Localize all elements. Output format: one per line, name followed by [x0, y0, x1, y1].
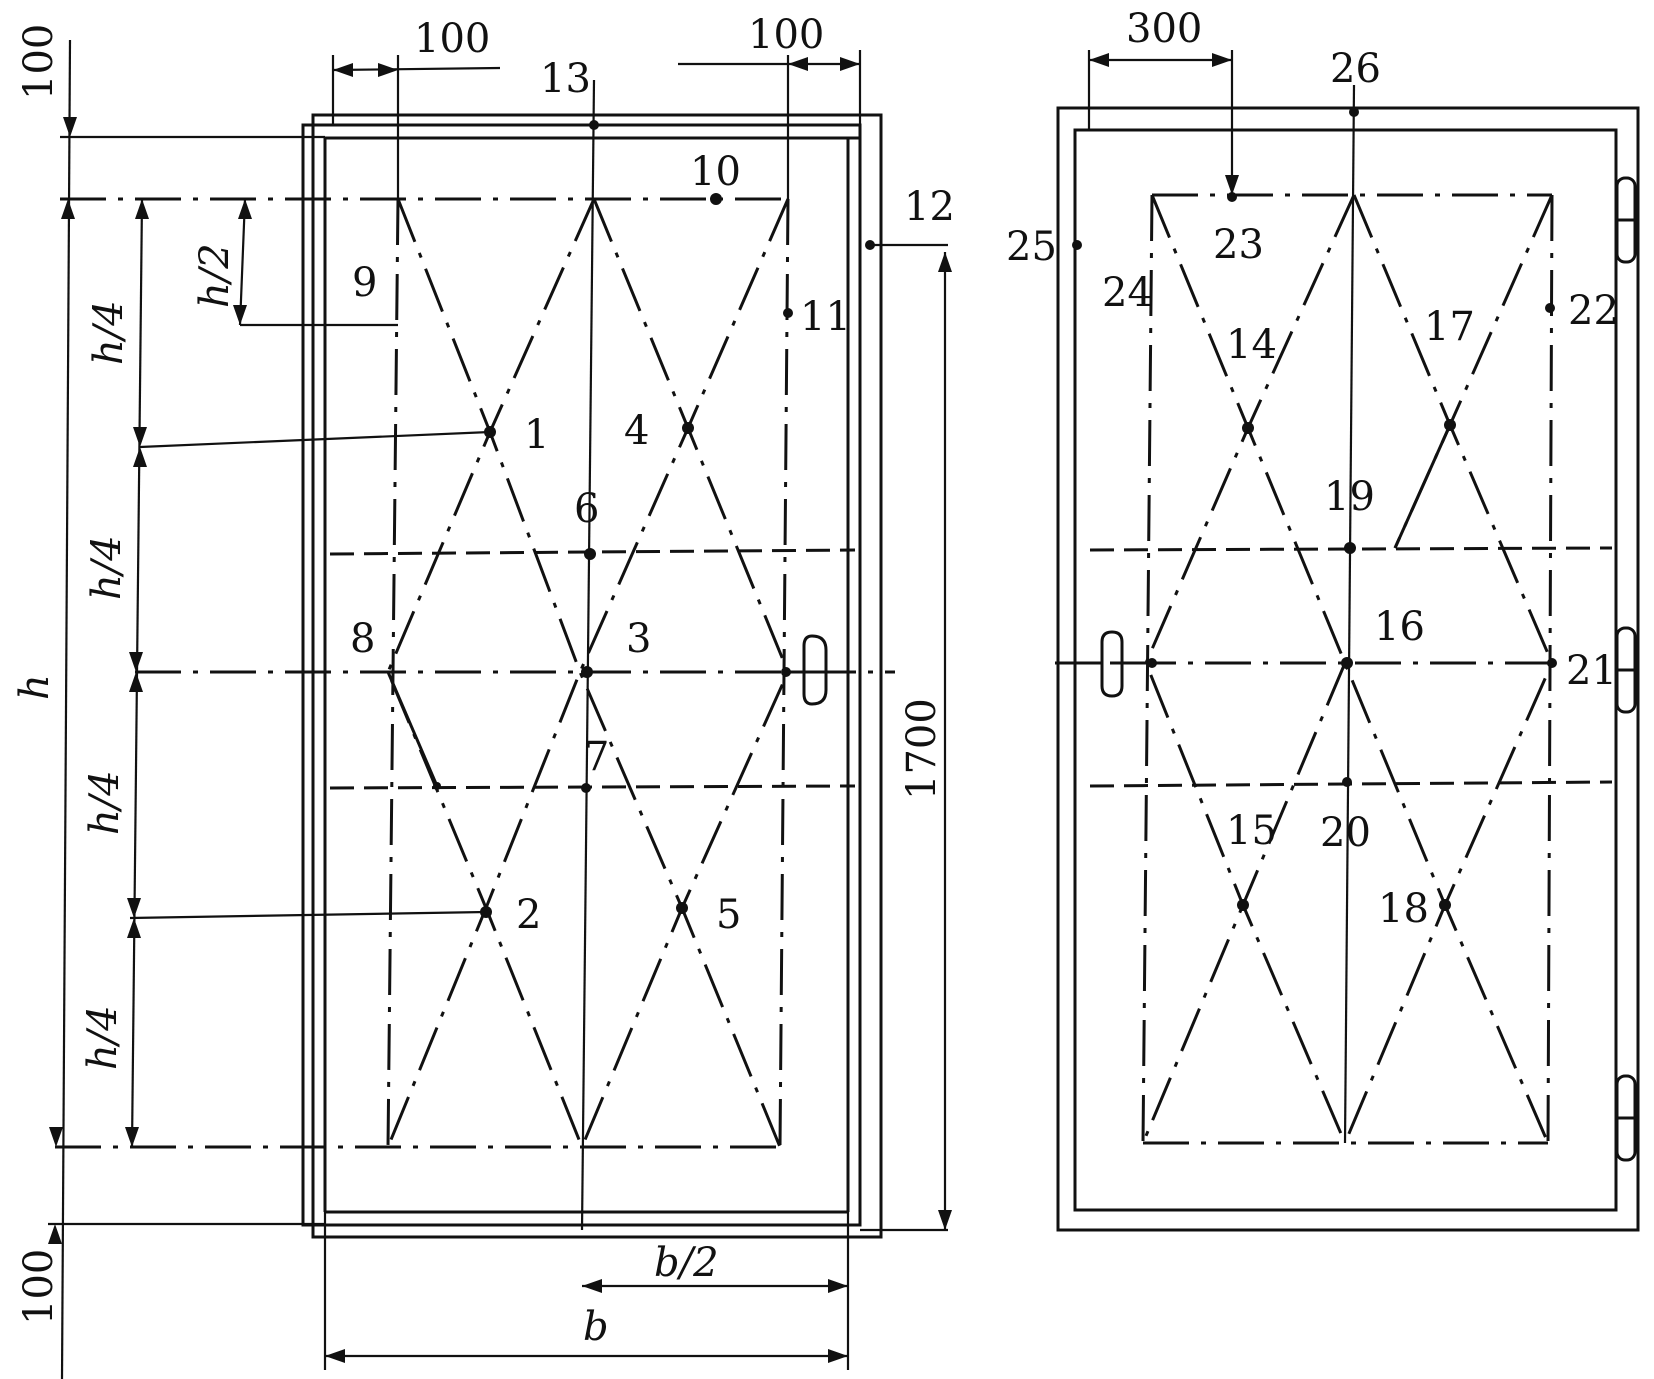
- left-dashed-lower: [329, 784, 856, 790]
- leader-point-2: [129, 910, 487, 920]
- left-center-vertical: [580, 79, 596, 1231]
- point-label-8: 8: [350, 616, 375, 662]
- dim-half-vertical: [238, 198, 247, 326]
- left-dim-arrows: [48, 117, 252, 1244]
- dim-quarters-vertical: [130, 198, 144, 1148]
- point-label-25: 25: [1006, 224, 1057, 270]
- leader-point-1: [139, 430, 491, 449]
- right-center-vertical: [1343, 84, 1356, 1144]
- point-label-15: 15: [1226, 808, 1277, 854]
- point-label-7: 7: [584, 734, 609, 780]
- right-door-view: 300 14 15 16 17 18 19 20 21 22 23 24 25 …: [1006, 6, 1640, 1232]
- point-label-11: 11: [800, 294, 851, 340]
- point-label-1: 1: [524, 412, 549, 458]
- left-door-view: 100 100 100 100 h h/2 h/4 h/4 h/4 h/4 b/…: [12, 12, 955, 1379]
- right-measurement-dots: [1072, 107, 1557, 911]
- label-h: h: [12, 674, 58, 700]
- right-grid-right: [1546, 194, 1554, 1144]
- label-h-quarter-4: h/4: [80, 1005, 126, 1070]
- left-outer-frame: [311, 113, 883, 1239]
- left-grid-left: [386, 198, 400, 1148]
- right-door-handle-icon: [1100, 630, 1143, 698]
- left-door-handle-icon: [788, 634, 828, 706]
- point-label-2: 2: [516, 892, 541, 938]
- right-grid-left: [1141, 194, 1154, 1144]
- right-hinges: [1615, 176, 1637, 1162]
- label-left-margin: 100: [414, 16, 490, 62]
- label-top-offset: 100: [16, 24, 62, 100]
- point-label-4: 4: [624, 408, 649, 454]
- right-outer-frame: [1056, 106, 1640, 1232]
- left-measurement-dots: [433, 120, 875, 918]
- dim-100-left: [332, 66, 501, 72]
- label-h-half: h/2: [192, 243, 238, 308]
- right-diagonals: [1141, 194, 1554, 1144]
- point-label-26: 26: [1330, 46, 1381, 92]
- point-label-6: 6: [574, 486, 599, 532]
- label-bottom-offset: 100: [16, 1249, 62, 1325]
- label-offset-300: 300: [1126, 6, 1202, 52]
- label-h-quarter-3: h/4: [82, 770, 128, 835]
- label-h-quarter-2: h/4: [84, 535, 130, 600]
- label-1700: 1700: [899, 698, 945, 800]
- left-dashed-upper: [329, 548, 856, 556]
- point-label-14: 14: [1226, 322, 1277, 368]
- point-label-10: 10: [690, 149, 741, 195]
- point-label-17: 17: [1424, 304, 1475, 350]
- point-label-22: 22: [1568, 288, 1619, 334]
- point-label-23: 23: [1213, 222, 1264, 268]
- point-label-13: 13: [540, 56, 591, 102]
- label-h-quarter-1: h/4: [86, 300, 132, 365]
- label-right-margin: 100: [748, 12, 824, 58]
- label-b: b: [583, 1304, 609, 1350]
- point-label-9: 9: [352, 260, 377, 306]
- point-label-5: 5: [716, 892, 741, 938]
- point-label-3: 3: [626, 616, 651, 662]
- point-label-20: 20: [1320, 810, 1371, 856]
- point-label-24: 24: [1102, 270, 1153, 316]
- label-b-half: b/2: [654, 1240, 719, 1286]
- point-label-21: 21: [1566, 648, 1617, 694]
- dim-h-vertical: [60, 39, 72, 1379]
- point-label-12: 12: [904, 184, 955, 230]
- point-label-18: 18: [1378, 886, 1429, 932]
- point-label-16: 16: [1374, 604, 1425, 650]
- point-label-19: 19: [1324, 474, 1375, 520]
